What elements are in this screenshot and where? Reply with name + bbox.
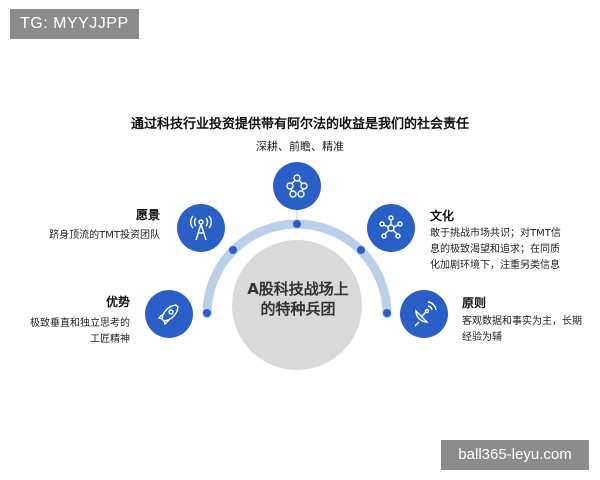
rocket-icon	[145, 290, 193, 338]
advantage-desc: 极致垂直和独立思考的 工匠精神	[30, 318, 130, 345]
center-title-line2: 的特种兵团	[260, 300, 336, 318]
molecule-icon	[273, 162, 321, 210]
arc-dot-left-top	[229, 246, 237, 254]
antenna-icon	[177, 204, 225, 252]
arc-dot-right-top	[357, 246, 365, 254]
culture-desc: 敢于挑战市场共识；对TMT信 息的极致渴望和追求；在同质 化加剧环境下，注重另类…	[430, 228, 561, 271]
vision-desc: 跻身顶流的TMT投资团队	[49, 230, 160, 241]
center-disc	[232, 240, 362, 370]
watermark-bottom-right: ball365-leyu.com	[441, 440, 589, 470]
culture-title: 文化	[430, 209, 455, 223]
arc-dot-right-bottom	[383, 309, 391, 317]
principle-desc: 客观数据和事实为主，长期 经验为辅	[462, 316, 582, 343]
watermark-top-left: TG: MYYJJPP	[10, 9, 139, 39]
center-title: A股科技战场上 的特种兵团	[228, 279, 368, 319]
principle-title: 原则	[462, 296, 487, 310]
subline: 深耕、前瞻、精准	[256, 140, 344, 153]
network-icon	[367, 204, 415, 252]
arc-dot-top	[293, 220, 301, 228]
center-title-line1: A股科技战场上	[247, 280, 349, 298]
satellite-dish-icon	[400, 290, 448, 338]
vision-title: 愿景	[135, 208, 160, 222]
headline: 通过科技行业投资提供带有阿尔法的收益是我们的社会责任	[130, 117, 469, 132]
advantage-title: 优势	[105, 295, 130, 309]
arc-dot-left-bottom	[203, 309, 211, 317]
